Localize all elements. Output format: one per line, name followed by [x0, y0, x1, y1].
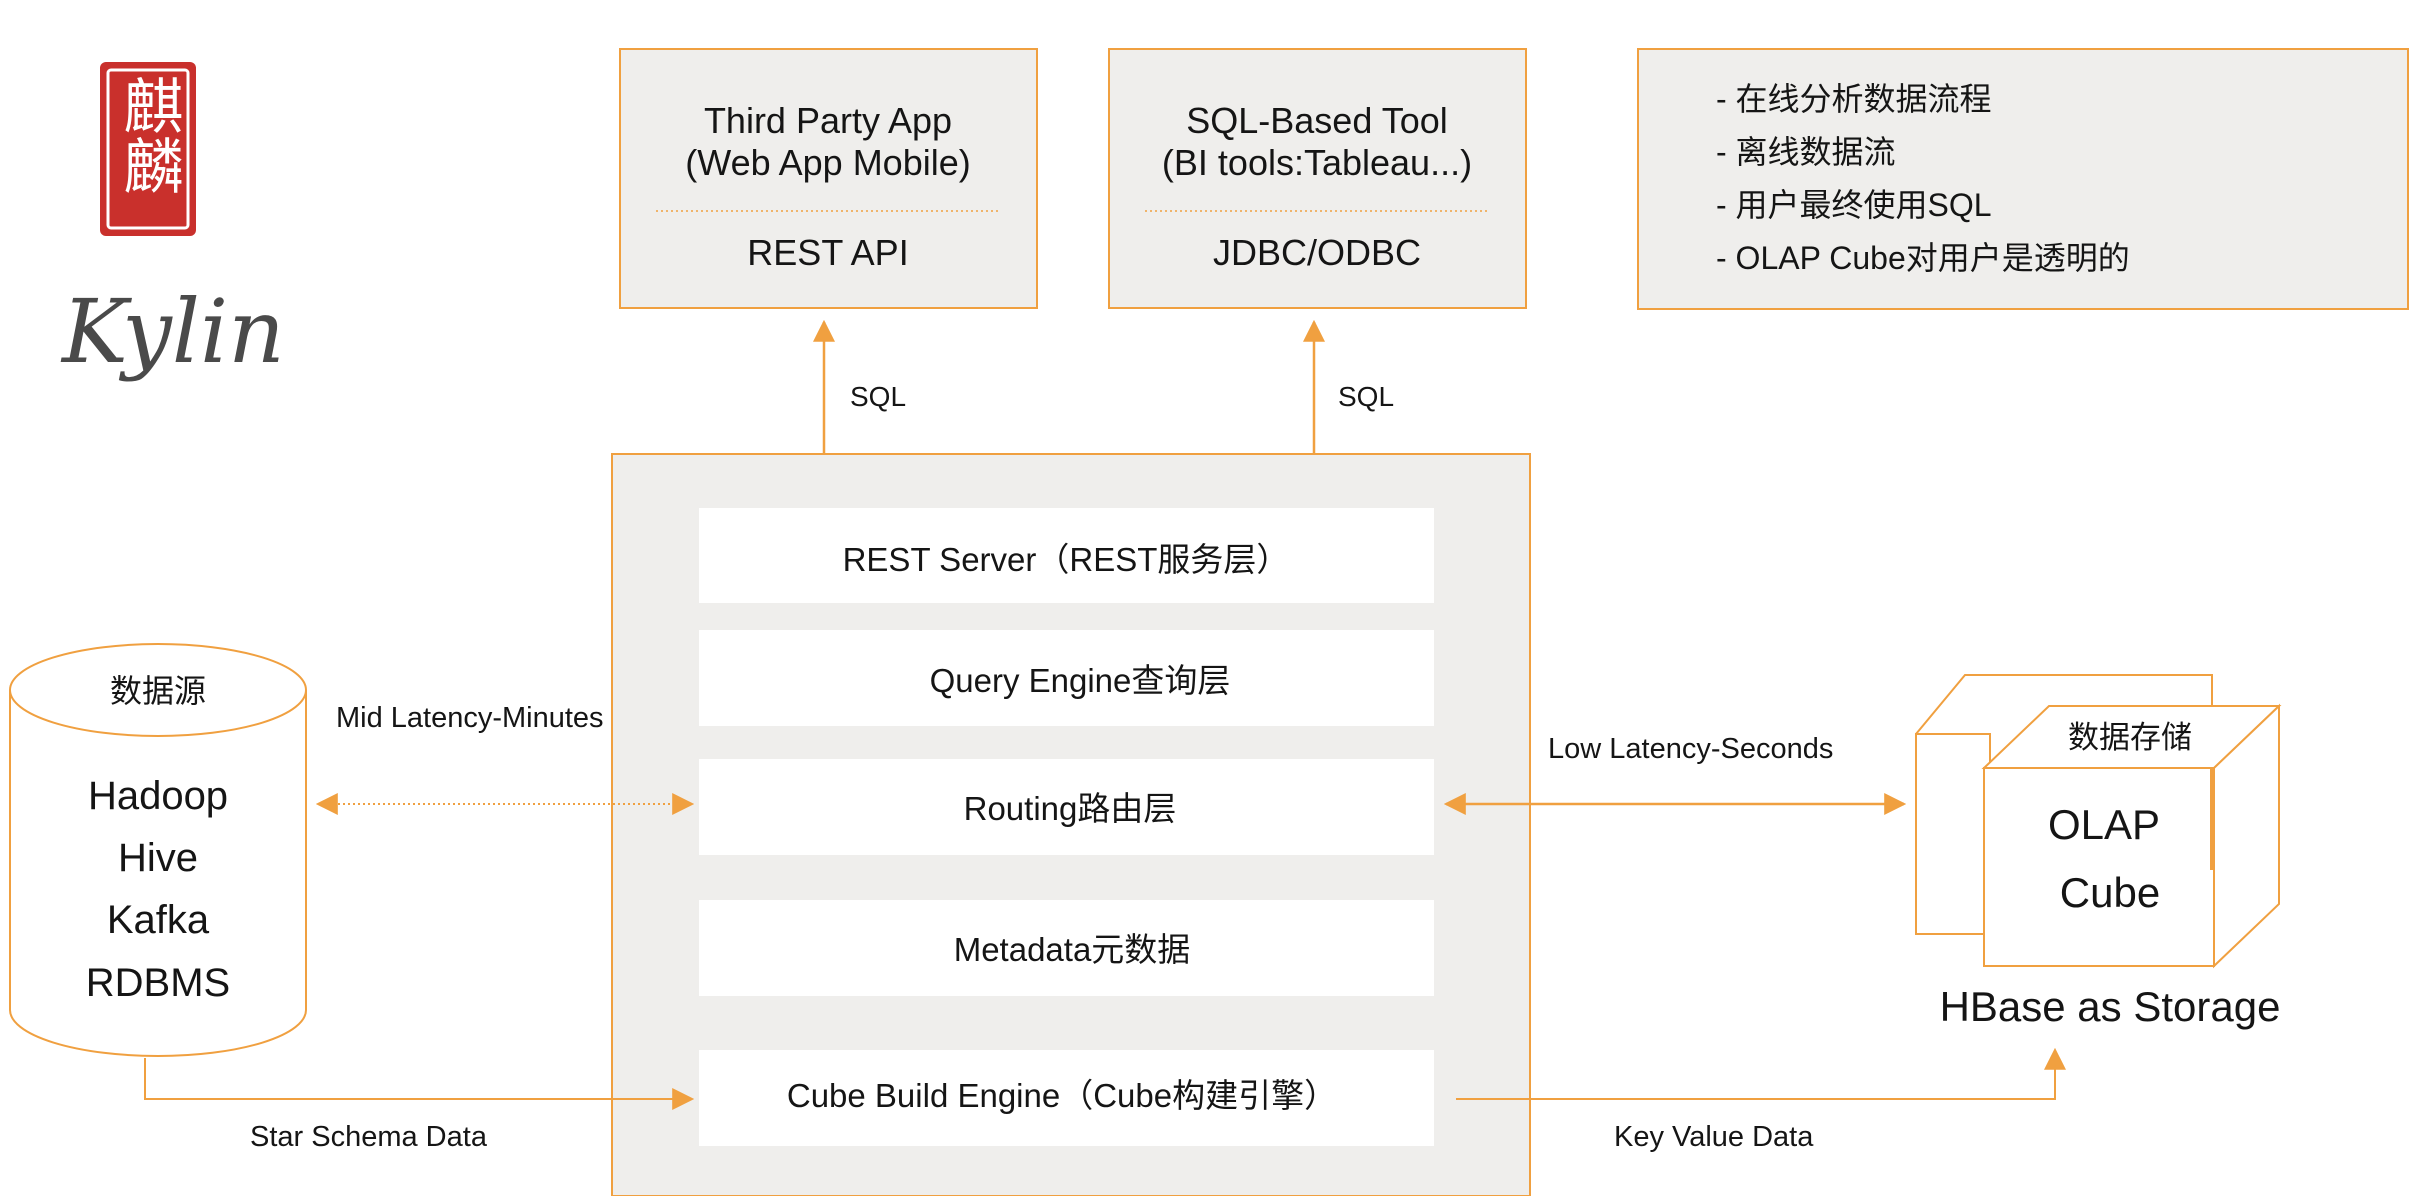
layer-rest-server: [699, 508, 1434, 603]
layer-label: Cube Build Engine（Cube构建引擎）: [787, 1077, 1337, 1114]
kylin-logo: 麒麟 Kylin: [60, 62, 285, 383]
sql-connector-right: SQL: [1303, 319, 1394, 495]
cube-line2: Cube: [2060, 869, 2160, 916]
cube-line1: OLAP: [2048, 801, 2160, 848]
star-schema-label: Star Schema Data: [250, 1121, 488, 1153]
layer-metadata: [699, 900, 1434, 996]
star-schema-connector: Star Schema Data: [144, 1058, 695, 1153]
layer-query-engine: [699, 630, 1434, 726]
layer-cube-build-engine: [699, 1050, 1434, 1146]
layer-label: REST Server（REST服务层）: [843, 541, 1290, 578]
sql-label: SQL: [850, 381, 906, 412]
client-title-line2: (Web App Mobile): [685, 142, 970, 183]
note-item: - OLAP Cube对用户是透明的: [1716, 240, 2130, 276]
mid-latency-connector: Mid Latency-Minutes: [315, 702, 695, 815]
layer-label: Routing路由层: [964, 790, 1177, 827]
notes-box: - 在线分析数据流程 - 离线数据流 - 用户最终使用SQL - OLAP Cu…: [1637, 48, 2409, 310]
kylin-wordmark: Kylin: [60, 280, 285, 383]
key-value-label: Key Value Data: [1614, 1121, 1814, 1153]
storage-caption: HBase as Storage: [1940, 983, 2281, 1030]
client-title-line1: Third Party App: [704, 100, 952, 141]
layer-label: Query Engine查询层: [930, 662, 1231, 699]
client-sql-based-tool: SQL-Based Tool (BI tools:Tableau...) JDB…: [1108, 48, 1527, 309]
client-title-line2: (BI tools:Tableau...): [1162, 142, 1472, 183]
sql-label: SQL: [1338, 381, 1394, 412]
client-interface: JDBC/ODBC: [1213, 232, 1421, 273]
layer-label: Metadata元数据: [954, 931, 1191, 968]
low-latency-label: Low Latency-Seconds: [1548, 733, 1833, 765]
cube-label: 数据存储: [2068, 720, 2192, 755]
datasource-item: Kafka: [107, 898, 210, 942]
layer-routing: [699, 759, 1434, 855]
kylin-core: REST Server（REST服务层） Query Engine查询层 Rou…: [611, 453, 1531, 1196]
note-item: - 离线数据流: [1716, 134, 1896, 170]
low-latency-connector: Low Latency-Seconds: [1443, 733, 1907, 815]
mid-latency-label: Mid Latency-Minutes: [336, 702, 604, 734]
client-interface: REST API: [747, 232, 908, 273]
datasource-title: 数据源: [110, 673, 206, 709]
datasource-item: Hive: [118, 836, 198, 880]
olap-cube-storage: 数据存储 OLAP Cube HBase as Storage: [1915, 674, 2282, 1030]
datasource-cylinder: 数据源 Hadoop Hive Kafka RDBMS: [9, 643, 307, 1057]
key-value-connector: Key Value Data: [1456, 1047, 2066, 1153]
datasource-item: RDBMS: [86, 961, 230, 1005]
note-item: - 在线分析数据流程: [1716, 81, 1992, 117]
note-item: - 用户最终使用SQL: [1716, 187, 1992, 223]
client-title-line1: SQL-Based Tool: [1186, 100, 1448, 141]
client-third-party-app: Third Party App (Web App Mobile) REST AP…: [619, 48, 1038, 309]
datasource-item: Hadoop: [88, 774, 228, 818]
seal-stamp: [100, 62, 196, 236]
seal-text: 麒麟: [113, 75, 183, 195]
